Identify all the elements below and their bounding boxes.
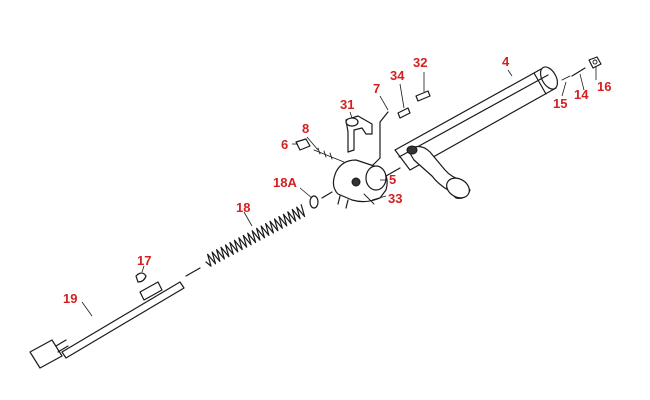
part-18-spring (205, 204, 306, 267)
part-16-end-nut (588, 56, 602, 69)
label-15: 15 (553, 96, 567, 111)
label-14: 14 (574, 87, 589, 102)
leader-lines (81, 66, 597, 317)
label-5: 5 (389, 172, 396, 187)
callout-labels: 4 32 34 7 31 8 6 16 14 15 5 33 18A 18 17… (63, 54, 611, 306)
label-8: 8 (302, 121, 309, 136)
part-4-main-tube (394, 66, 559, 171)
part-34-pin (397, 107, 411, 119)
part-8-screw (313, 147, 345, 163)
part-7-bent-rod (371, 111, 389, 167)
label-17: 17 (137, 253, 151, 268)
part-18a-washer (309, 191, 333, 209)
part-6-nut (295, 138, 311, 151)
part-17-clip (135, 272, 147, 283)
label-18a: 18A (273, 175, 297, 190)
label-32: 32 (413, 55, 427, 70)
part-14-pin (571, 67, 586, 77)
part-5-housing (332, 159, 401, 209)
label-18: 18 (236, 200, 250, 215)
label-33: 33 (388, 191, 402, 206)
label-4: 4 (502, 54, 510, 69)
label-19: 19 (63, 291, 77, 306)
part-33-screw (363, 193, 375, 205)
grip-handle (406, 145, 471, 199)
label-31: 31 (340, 97, 354, 112)
label-7: 7 (373, 81, 380, 96)
part-32-pin (415, 90, 431, 102)
part-19-shaft (29, 267, 201, 369)
label-34: 34 (390, 68, 405, 83)
part-15-washer (561, 75, 571, 81)
label-6: 6 (281, 137, 288, 152)
part-31-lever (345, 115, 373, 153)
label-16: 16 (597, 79, 611, 94)
